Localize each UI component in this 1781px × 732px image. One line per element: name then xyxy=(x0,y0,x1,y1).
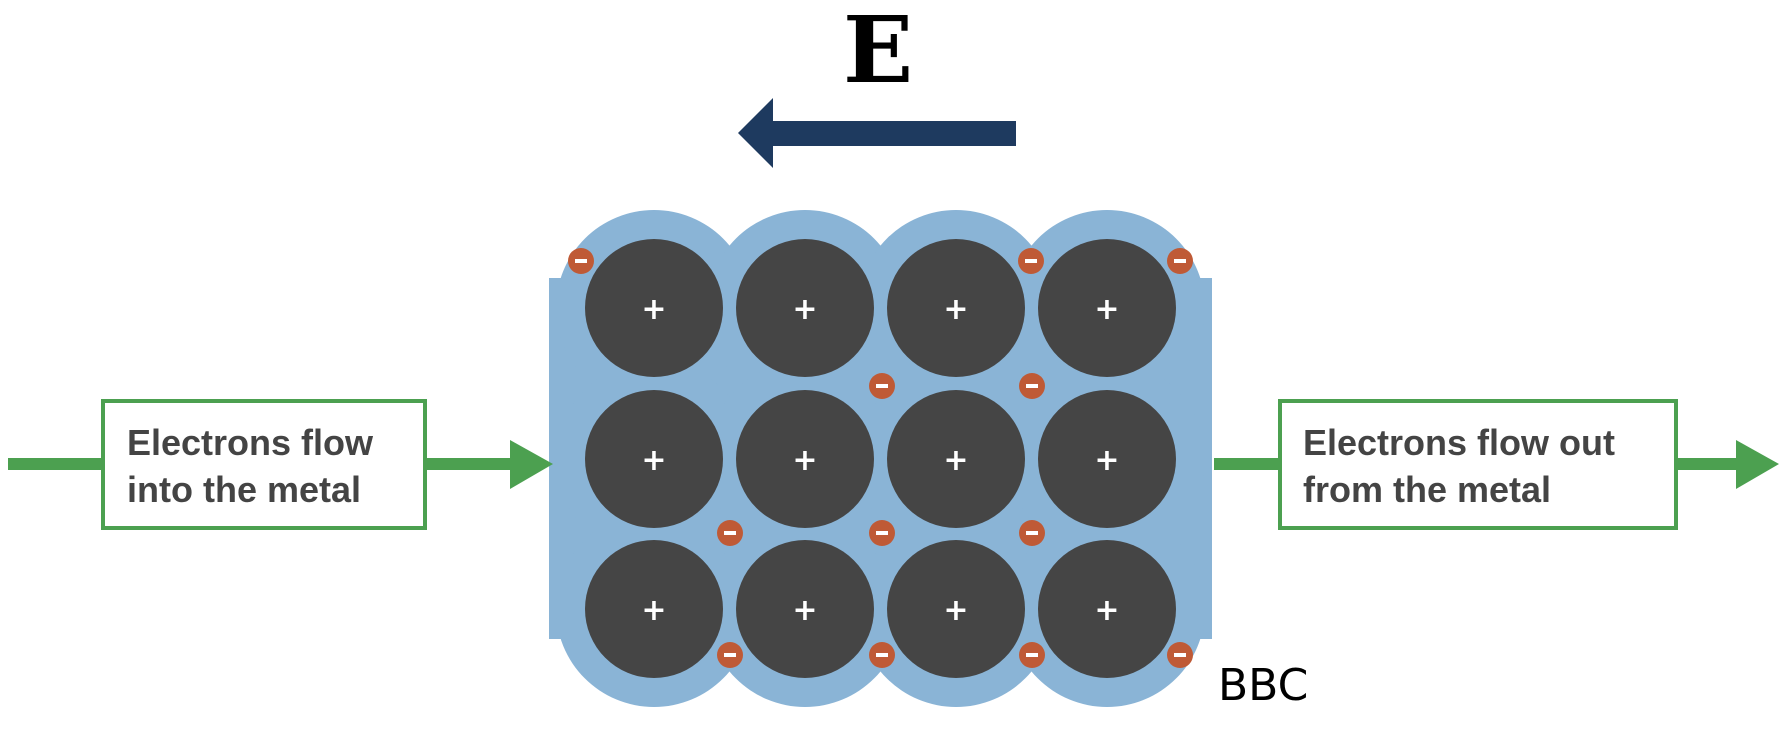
positive-ion: + xyxy=(1038,239,1176,377)
inflow-label-line2: into the metal xyxy=(127,469,361,510)
positive-ion: + xyxy=(585,540,723,678)
electron-charge-mark xyxy=(1174,259,1186,263)
ion-charge-label: + xyxy=(641,292,666,327)
free-electron xyxy=(568,248,594,274)
ion-charge-label: + xyxy=(943,292,968,327)
ion-charge-label: + xyxy=(943,443,968,478)
metal-lattice: + + + + + + + + + + + + xyxy=(549,210,1212,707)
outflow-label-line2: from the metal xyxy=(1303,469,1551,510)
ion-core xyxy=(585,239,723,377)
free-electron xyxy=(1019,642,1045,668)
ion-charge-label: + xyxy=(792,443,817,478)
positive-ion: + xyxy=(585,239,723,377)
outflow-label-line1: Electrons flow out xyxy=(1303,422,1615,463)
electric-field-label: E xyxy=(843,0,913,104)
ion-charge-label: + xyxy=(1094,292,1119,327)
ion-charge-label: + xyxy=(641,593,666,628)
inflow-line-right xyxy=(424,458,512,470)
electron-charge-mark xyxy=(876,531,888,535)
free-electrons xyxy=(568,248,1193,668)
ion-core xyxy=(585,540,723,678)
free-electron xyxy=(1019,520,1045,546)
electron-charge-mark xyxy=(1174,653,1186,657)
outflow-label-box: Electrons flow out from the metal xyxy=(1278,399,1678,530)
inflow-line-left xyxy=(8,458,103,470)
electric-field-arrow-shaft xyxy=(770,121,1016,146)
ion-core xyxy=(887,540,1025,678)
inflow-arrow xyxy=(8,440,553,489)
positive-ion: + xyxy=(1038,390,1176,528)
ion-core xyxy=(736,540,874,678)
source-credit: BBC xyxy=(1218,660,1308,711)
electron-charge-mark xyxy=(1025,259,1037,263)
outflow-arrow xyxy=(1214,440,1779,489)
electron-charge-mark xyxy=(876,653,888,657)
ion-grid: + + + + + + + + + + + + xyxy=(585,239,1176,678)
positive-ion: + xyxy=(736,390,874,528)
positive-ion: + xyxy=(736,239,874,377)
electron-charge-mark xyxy=(724,653,736,657)
outflow-arrow-head xyxy=(1736,440,1779,489)
outflow-box-border xyxy=(1278,399,1678,530)
ion-charge-label: + xyxy=(792,593,817,628)
ion-core xyxy=(1038,540,1176,678)
ion-charge-label: + xyxy=(641,443,666,478)
electron-charge-mark xyxy=(876,384,888,388)
electron-charge-mark xyxy=(724,531,736,535)
electron-charge-mark xyxy=(1026,384,1038,388)
ion-core xyxy=(887,390,1025,528)
free-electron xyxy=(869,520,895,546)
positive-ion: + xyxy=(887,239,1025,377)
free-electron xyxy=(869,642,895,668)
free-electron xyxy=(717,642,743,668)
inflow-arrow-head xyxy=(510,440,553,489)
electron-charge-mark xyxy=(575,259,587,263)
electric-field-arrow xyxy=(738,98,1016,168)
free-electron xyxy=(1019,373,1045,399)
electron-charge-mark xyxy=(1026,531,1038,535)
free-electron xyxy=(717,520,743,546)
ion-charge-label: + xyxy=(1094,443,1119,478)
inflow-box-border xyxy=(101,399,427,530)
ion-core xyxy=(585,390,723,528)
positive-ion: + xyxy=(887,390,1025,528)
free-electron xyxy=(1167,248,1193,274)
free-electron xyxy=(869,373,895,399)
positive-ion: + xyxy=(1038,540,1176,678)
free-electron xyxy=(1167,642,1193,668)
inflow-label-box: Electrons flow into the metal xyxy=(101,399,427,530)
positive-ion: + xyxy=(736,540,874,678)
positive-ion: + xyxy=(887,540,1025,678)
inflow-label-line1: Electrons flow xyxy=(127,422,374,463)
ion-charge-label: + xyxy=(792,292,817,327)
free-electron xyxy=(1018,248,1044,274)
ion-charge-label: + xyxy=(1094,593,1119,628)
ion-core xyxy=(1038,390,1176,528)
electric-field-arrow-head xyxy=(738,98,773,168)
outflow-line-left xyxy=(1214,458,1280,470)
ion-core xyxy=(736,390,874,528)
outflow-line-right xyxy=(1676,458,1738,470)
positive-ion: + xyxy=(585,390,723,528)
electron-sea xyxy=(549,210,1212,707)
ion-core xyxy=(887,239,1025,377)
electron-charge-mark xyxy=(1026,653,1038,657)
ion-core xyxy=(1038,239,1176,377)
ion-core xyxy=(736,239,874,377)
ion-charge-label: + xyxy=(943,593,968,628)
